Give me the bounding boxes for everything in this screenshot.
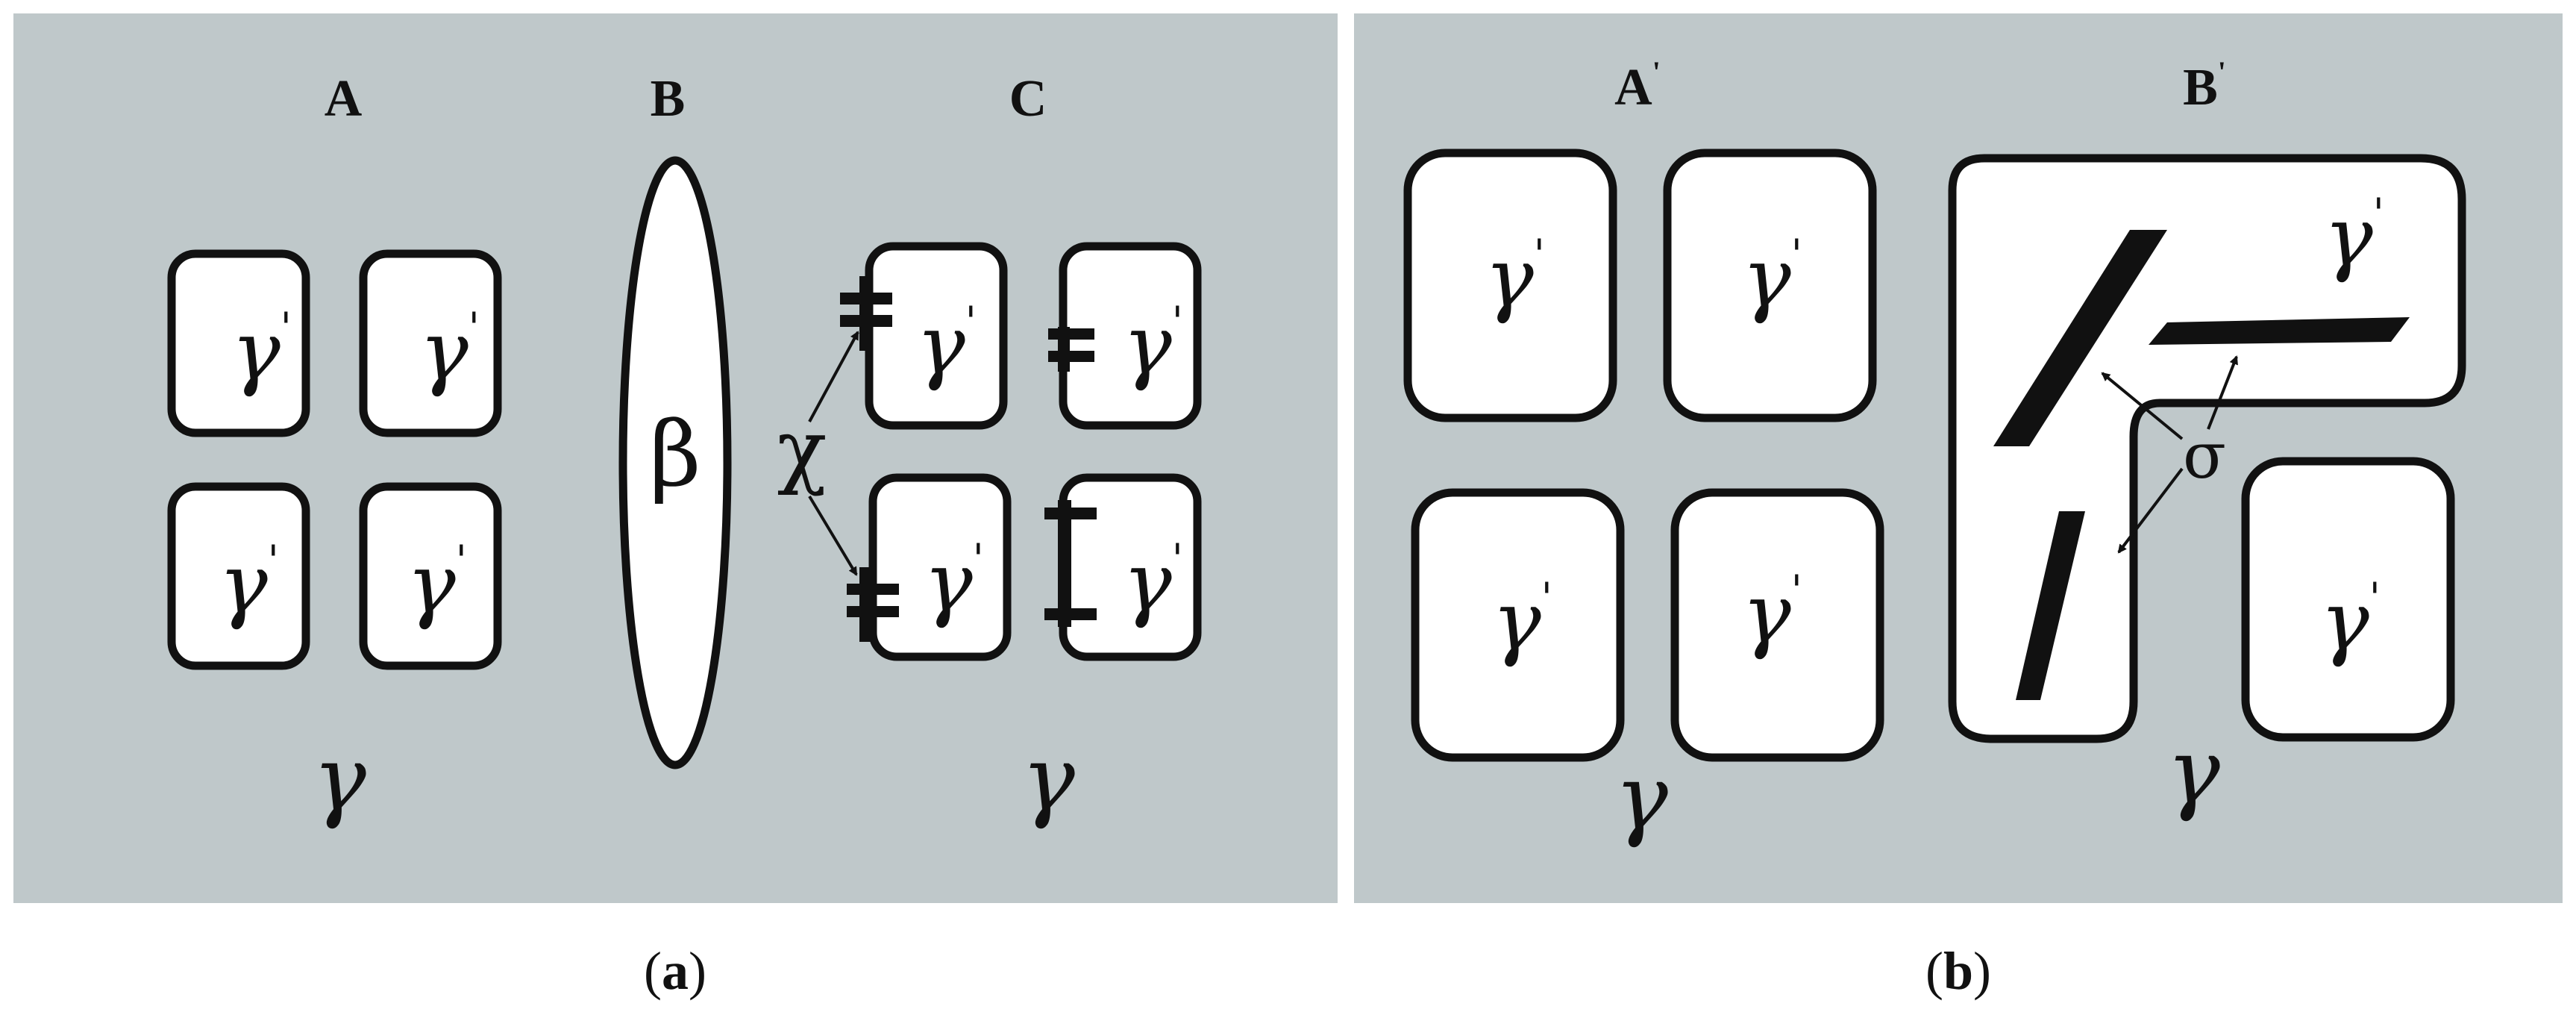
label-a-prime: A' [1614,55,1661,116]
gamma-prime-ap2: γ' [1742,230,1802,325]
sigma-arrow-lower [2117,467,2184,554]
precipitate-a2 [359,249,502,437]
chi-bar-c3-top [847,584,899,595]
gamma-prime-c2: γ' [1123,297,1183,393]
precipitate-ap3 [1411,488,1625,762]
label-b-prime: B' [2183,55,2226,116]
chi-bar-c4-top [1044,508,1097,519]
coalesced-precipitate [1948,154,2466,743]
gamma-matrix-a-left: γ [313,728,366,831]
precipitate-bp-right [2241,457,2455,742]
gamma-prime-bp-top: γ' [2324,189,2384,284]
gamma-prime-a2: γ' [419,303,480,399]
chi-bar-c2-top [1048,328,1094,340]
precipitate-a3 [167,482,310,670]
precipitate-a4 [359,482,502,670]
sigma-needles [1993,230,2410,700]
sigma-needle-long [1993,230,2167,446]
gamma-prime-a1: γ' [231,303,292,399]
chi-bars [840,276,1097,642]
gamma-prime-c1: γ' [916,297,977,393]
gamma-matrix-a-right: γ [1021,728,1075,831]
panel-a: A B C γ' γ' γ' γ' β γ' γ' γ' γ' [13,13,1338,903]
panel-b: A' B' γ' γ' γ' γ' γ' σ γ' γ γ [1354,13,2563,903]
chi-symbol: χ [777,402,827,497]
gamma-prime-c4: γ' [1123,534,1183,630]
precipitate-ap4 [1670,488,1884,762]
gamma-prime-c3: γ' [924,534,984,630]
chi-arrow-up [808,331,859,422]
gamma-prime-ap3: γ' [1492,573,1552,669]
sigma-needle-flat [2149,317,2410,345]
label-a: A [325,70,363,128]
chi-bar-c3-bottom [847,606,899,617]
beta-phase [618,156,732,769]
sigma-arrow-long [2101,372,2184,440]
chi-arrow-down [808,495,858,576]
label-b: B [651,70,686,128]
precipitate-ap1 [1403,149,1617,422]
gamma-matrix-b-left: γ [1614,746,1668,850]
chi-bar-c4-vertical [1058,500,1071,627]
precipitate-a1 [167,249,310,437]
precipitate-c3 [868,473,1012,661]
caption-a: (a) [644,941,706,1001]
chi-bar-c1-top [840,293,892,305]
gamma-prime-ap4: γ' [1742,566,1802,661]
sigma-needle-lower [2016,511,2085,700]
caption-b: (b) [1925,941,1991,1001]
chi-bar-c4-bottom [1044,608,1097,620]
group-c-precipitates: γ' γ' γ' γ' [865,242,1202,661]
sigma-arrow-flat [2207,355,2238,430]
chi-bar-c2-bottom [1048,351,1094,362]
group-a-precipitates: γ' γ' γ' γ' [167,249,502,670]
precipitate-ap2 [1663,149,1877,422]
beta-symbol: β [649,403,701,507]
gamma-prime-a4: γ' [407,536,467,631]
chi-bar-c3-vertical [859,567,871,642]
gamma-prime-bp-right: γ' [2320,573,2381,669]
chi-bar-c1-vertical [859,276,871,351]
sigma-symbol: σ [2183,419,2226,493]
gamma-prime-a3: γ' [219,536,279,631]
label-c: C [1009,70,1047,128]
gamma-matrix-b-right: γ [2166,720,2220,824]
group-a-prime-precipitates: γ' γ' γ' γ' [1403,149,1884,762]
gamma-prime-ap1: γ' [1485,230,1545,325]
chi-bar-c1-bottom [840,315,892,327]
